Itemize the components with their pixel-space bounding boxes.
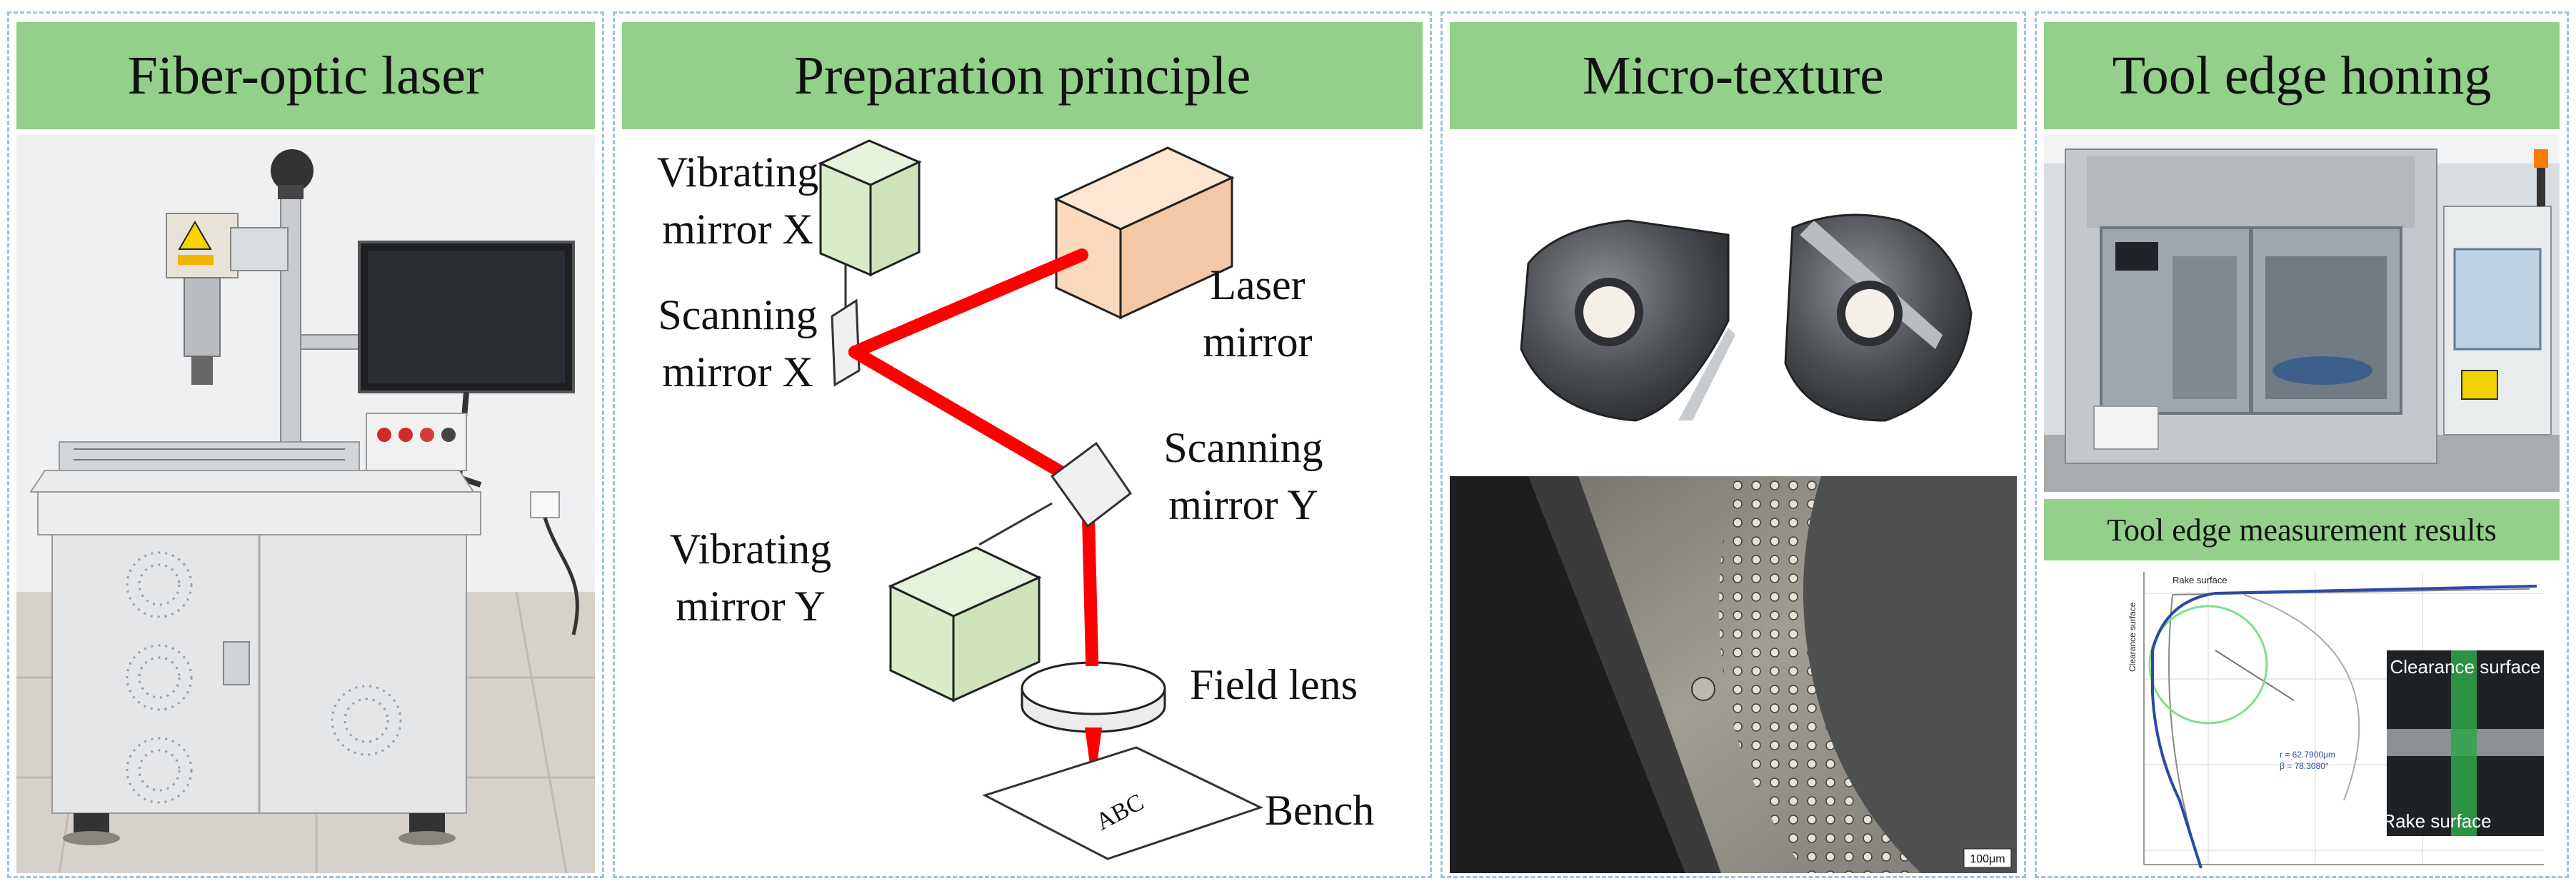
bench-plate [982, 746, 1263, 860]
panel-title-laser: Fiber-optic laser [16, 22, 595, 129]
scale-bar-label: 100μm [1970, 853, 2005, 865]
field-lens [1021, 661, 1166, 733]
panel-micro-texture: Micro-texture [1440, 11, 2026, 878]
edge-inset-image: Clearance surface Rake surface [2382, 650, 2544, 836]
laser-machine-photo [16, 135, 595, 873]
panel-title-texture: Micro-texture [1450, 22, 2017, 129]
scanning-mirror-x [831, 298, 861, 387]
insert-right [1784, 213, 1973, 422]
inset-label-rake: Rake surface [2382, 810, 2491, 832]
label-vibrating-mirror-y-line2: mirror Y [676, 583, 825, 630]
label-scanning-mirror-y-line2: mirror Y [1168, 481, 1318, 528]
plot-angle-value: β = 78.3080° [2280, 761, 2329, 771]
label-vibrating-mirror-y-line1: Vibrating [670, 525, 831, 573]
principle-diagram: ABC Vibrating mirror X Scanning mirror X… [657, 139, 1374, 860]
laser-source-box [1053, 146, 1235, 320]
vibrating-mirror-x-box [818, 139, 922, 277]
label-scanning-mirror-x-line1: Scanning [658, 291, 817, 338]
panel-fiber-optic-laser: Fiber-optic laser [7, 11, 604, 878]
subtitle-tool-edge-measurement: Tool edge measurement results [2044, 499, 2560, 560]
label-scanning-mirror-x-line2: mirror X [662, 348, 813, 396]
inset-label-clearance: Clearance surface [2390, 656, 2541, 678]
panel-tool-edge-honing: Tool edge honing Tool edge me [2035, 11, 2569, 878]
scanning-mirror-y [1050, 441, 1133, 528]
focused-beam [1085, 728, 1102, 790]
panel-preparation-principle: Preparation principle [613, 11, 1432, 878]
label-vibrating-mirror-x-line2: mirror X [662, 206, 813, 253]
plot-label-rake-top: Rake surface [2172, 575, 2227, 585]
vibrating-mirror-y-box [888, 546, 1042, 703]
panel-title-principle: Preparation principle [622, 22, 1423, 129]
label-laser-line2: mirror [1203, 318, 1312, 366]
tool-edge-measurement-plot: Rake surface Clearance surface r = 62.79… [2044, 565, 2560, 873]
label-laser-line1: Laser [1210, 261, 1305, 308]
edge-fit-circle [2148, 605, 2268, 725]
plot-radius-value: r = 62.7900μm [2280, 750, 2335, 760]
honing-machine-photo [2044, 135, 2560, 492]
panel-title-honing: Tool edge honing [2044, 22, 2560, 129]
label-bench: Bench [1265, 787, 1374, 834]
insert-left [1520, 219, 1735, 422]
textured-inserts-photo [1520, 213, 1973, 422]
label-vibrating-mirror-x-line1: Vibrating [657, 148, 818, 196]
micro-texture-microscope-image: 100μm [1450, 476, 2017, 873]
plot-label-clearance-axis: Clearance surface [2128, 602, 2138, 672]
edge-profile-curve [2151, 585, 2537, 869]
label-scanning-mirror-y-line1: Scanning [1163, 424, 1323, 471]
label-field-lens: Field lens [1190, 661, 1358, 708]
